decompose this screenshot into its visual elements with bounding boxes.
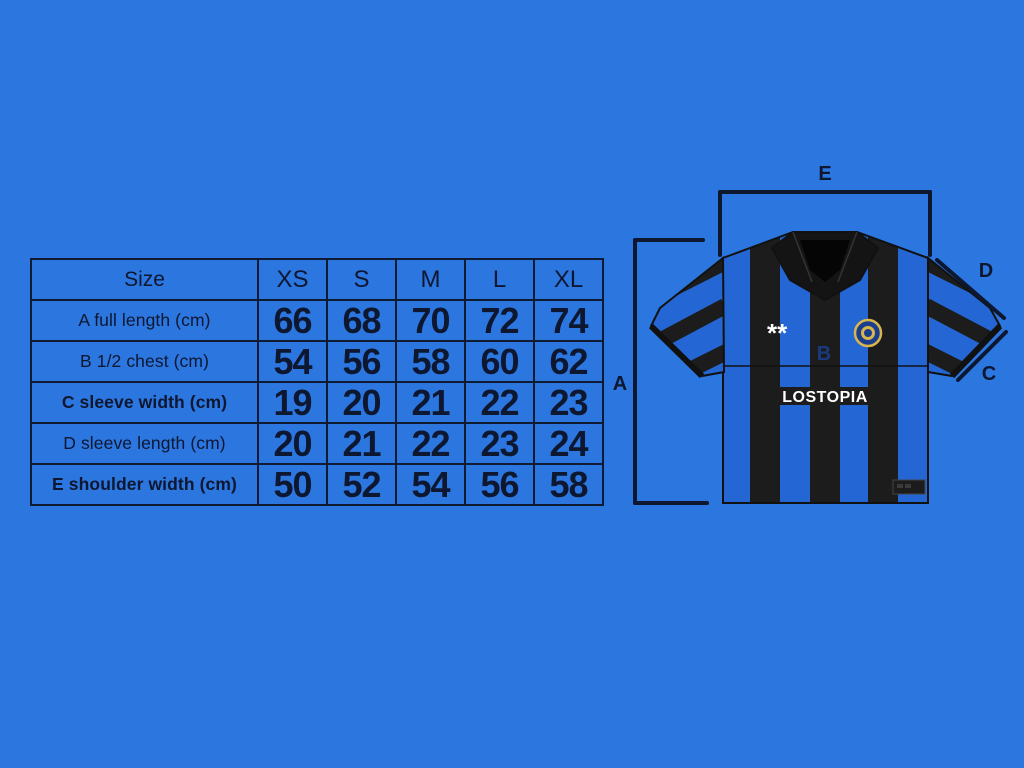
cell-value: 54 xyxy=(257,340,328,383)
dimension-e-bracket xyxy=(718,190,932,257)
size-header-s: S xyxy=(326,258,397,301)
cell-value: 72 xyxy=(464,299,535,342)
dimension-c-bracket xyxy=(956,330,1008,382)
row-label-shoulder-width: E shoulder width (cm) xyxy=(30,463,259,506)
cell-value: 58 xyxy=(533,463,604,506)
size-header-l: L xyxy=(464,258,535,301)
cell-value: 56 xyxy=(326,340,397,383)
cell-value: 68 xyxy=(326,299,397,342)
dimension-label-a: A xyxy=(613,373,627,395)
table-row: B 1/2 chest (cm) 54 56 58 60 62 xyxy=(30,340,604,383)
table-row: D sleeve length (cm) 20 21 22 23 24 xyxy=(30,422,604,465)
cell-value: 60 xyxy=(464,340,535,383)
sponsor-block: LOSTOPIA xyxy=(770,387,880,406)
size-header-label: Size xyxy=(30,258,259,301)
cell-value: 66 xyxy=(257,299,328,342)
cell-value: 20 xyxy=(326,381,397,424)
size-chart-table: Size XS S M L XL A full length (cm) 66 6… xyxy=(30,258,604,506)
cell-value: 21 xyxy=(326,422,397,465)
table-row: C sleeve width (cm) 19 20 21 22 23 xyxy=(30,381,604,424)
dimension-label-d: D xyxy=(979,260,993,282)
row-label-full-length: A full length (cm) xyxy=(30,299,259,342)
shirt-left-sleeve xyxy=(648,255,726,379)
cell-value: 54 xyxy=(395,463,466,506)
table-row: A full length (cm) 66 68 70 72 74 xyxy=(30,299,604,342)
cell-value: 19 xyxy=(257,381,328,424)
cell-value: 58 xyxy=(395,340,466,383)
size-header-xs: XS xyxy=(257,258,328,301)
shirt-right-sleeve xyxy=(927,255,1003,379)
dimension-label-e: E xyxy=(818,163,831,185)
cell-value: 24 xyxy=(533,422,604,465)
dimension-label-b: B xyxy=(817,343,831,365)
cell-value: 52 xyxy=(326,463,397,506)
size-header-m: M xyxy=(395,258,466,301)
row-label-sleeve-length: D sleeve length (cm) xyxy=(30,422,259,465)
cell-value: 50 xyxy=(257,463,328,506)
crest-badge-icon xyxy=(853,318,883,348)
row-label-half-chest: B 1/2 chest (cm) xyxy=(30,340,259,383)
shirt-stars: ** xyxy=(767,318,788,348)
shirt-sponsor-text: LOSTOPIA xyxy=(782,389,868,406)
cell-value: 21 xyxy=(395,381,466,424)
table-header-row: Size XS S M L XL xyxy=(30,258,604,301)
cell-value: 23 xyxy=(464,422,535,465)
dimension-a-bracket xyxy=(633,238,709,505)
cell-value: 70 xyxy=(395,299,466,342)
cell-value: 74 xyxy=(533,299,604,342)
table-row: E shoulder width (cm) 50 52 54 56 58 xyxy=(30,463,604,506)
cell-value: 22 xyxy=(464,381,535,424)
hem-label-icon xyxy=(892,479,926,495)
shirt-collar xyxy=(770,231,880,302)
cell-value: 22 xyxy=(395,422,466,465)
cell-value: 62 xyxy=(533,340,604,383)
cell-value: 56 xyxy=(464,463,535,506)
cell-value: 20 xyxy=(257,422,328,465)
dimension-label-c: C xyxy=(982,363,996,385)
size-header-xl: XL xyxy=(533,258,604,301)
row-label-sleeve-width: C sleeve width (cm) xyxy=(30,381,259,424)
dimension-d-bracket xyxy=(935,258,1006,320)
cell-value: 23 xyxy=(533,381,604,424)
